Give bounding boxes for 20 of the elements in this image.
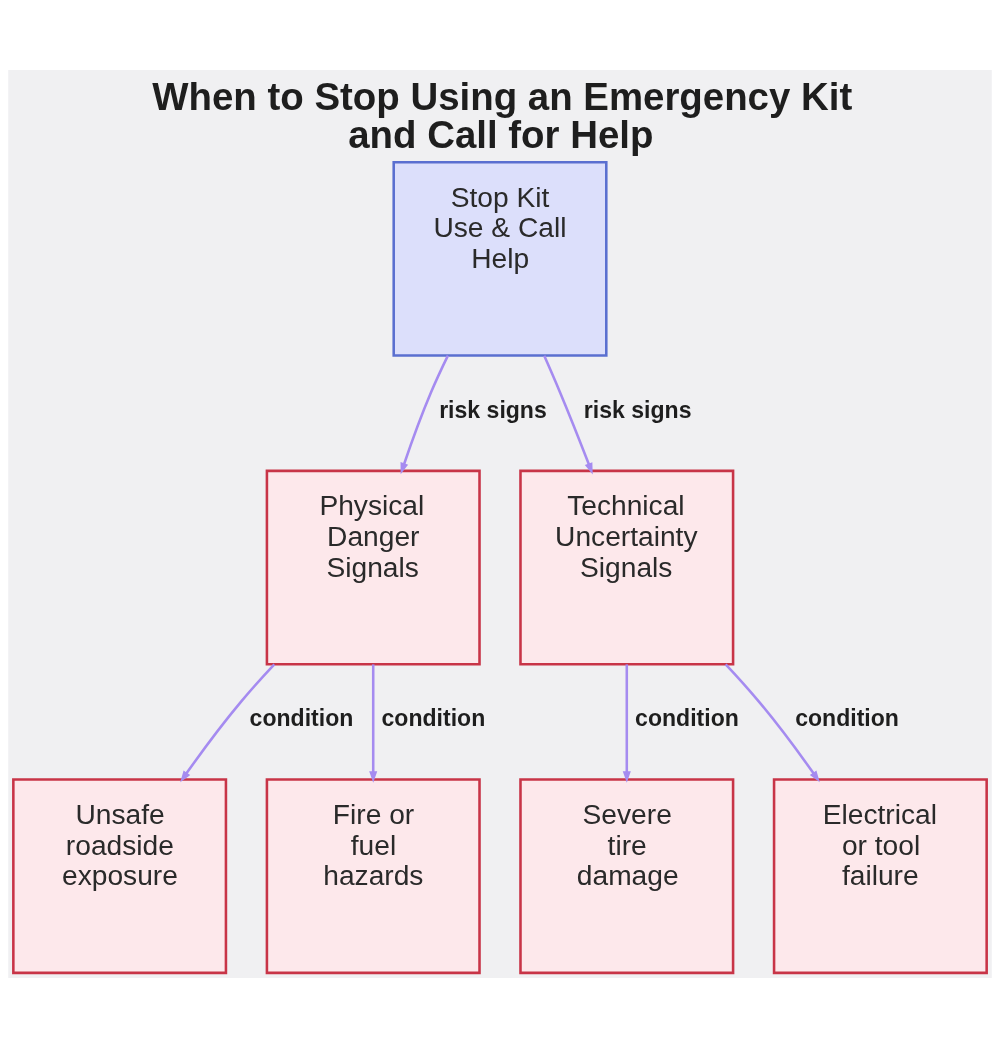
edge-label: risk signs xyxy=(583,396,692,423)
edge-label: condition xyxy=(795,705,899,732)
node-box: Severe tire damage xyxy=(519,778,735,975)
arrow xyxy=(622,664,631,783)
arrow xyxy=(724,663,820,783)
node-box: Fire or fuel hazards xyxy=(265,778,481,975)
arrow xyxy=(543,355,593,475)
edge-label: condition xyxy=(635,705,739,732)
node-box: Stop Kit Use & Call Help xyxy=(392,160,608,357)
edge-label: risk signs xyxy=(439,396,547,423)
arrow xyxy=(400,355,450,475)
arrow xyxy=(180,663,276,783)
node-box: Electrical or tool failure xyxy=(772,778,988,975)
arrow xyxy=(369,664,378,783)
edge-label: condition xyxy=(249,705,354,732)
node-box: Physical Danger Signals xyxy=(265,469,481,666)
diagram-title: When to Stop Using an Emergency Kit and Call for Help xyxy=(152,74,853,157)
node-box: Technical Uncertainty Signals xyxy=(519,469,735,666)
edge-label: condition xyxy=(381,705,486,732)
node-box: Unsafe roadside exposure xyxy=(12,778,228,975)
